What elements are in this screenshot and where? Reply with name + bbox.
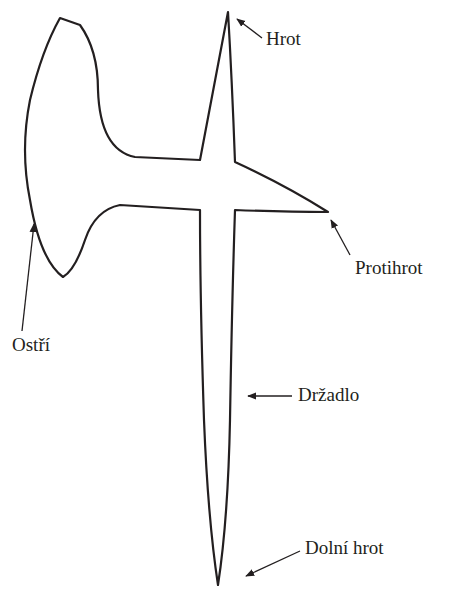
part-label: Protihrot bbox=[355, 257, 423, 280]
leader-line bbox=[331, 220, 350, 255]
part-label: Držadlo bbox=[298, 384, 359, 407]
leader-line bbox=[237, 19, 262, 38]
leader-line bbox=[248, 395, 292, 396]
leader-line bbox=[22, 224, 34, 331]
part-label: Hrot bbox=[266, 28, 301, 51]
part-label: Ostří bbox=[12, 334, 50, 357]
axe-outline bbox=[25, 12, 328, 585]
leader-line bbox=[246, 551, 300, 576]
part-label: Dolní hrot bbox=[305, 537, 384, 560]
